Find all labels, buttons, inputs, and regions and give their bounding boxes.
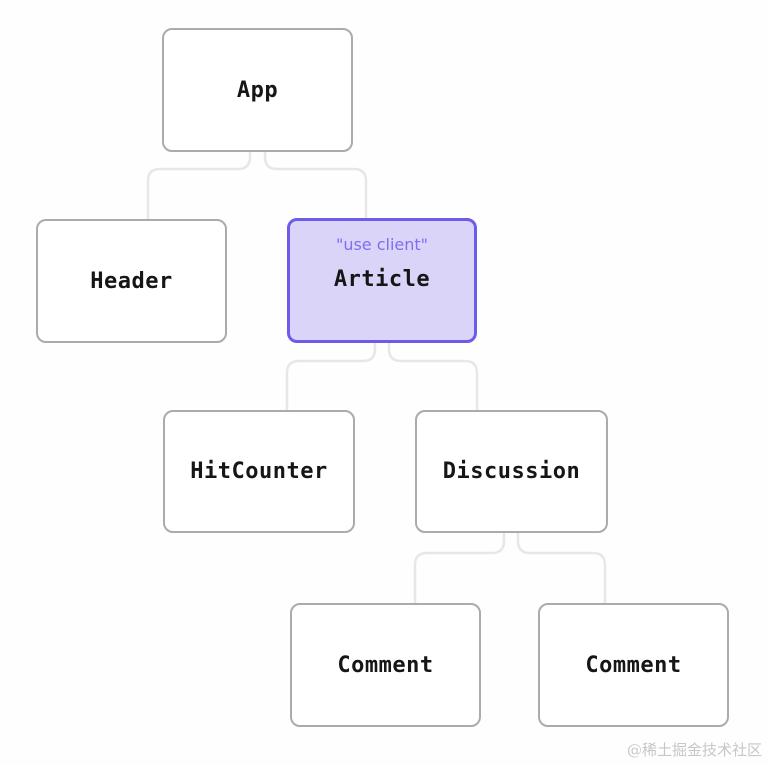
node-header: Header <box>36 219 227 343</box>
node-label: Discussion <box>442 459 581 484</box>
node-label: HitCounter <box>190 459 328 484</box>
edge-article-hitcounter <box>285 341 377 412</box>
node-article-use-client: "use client" Article <box>287 218 477 343</box>
node-comment-2: Comment <box>538 603 729 727</box>
use-client-directive: "use client" <box>335 235 429 254</box>
node-discussion: Discussion <box>415 410 608 533</box>
node-label: Comment <box>337 652 434 678</box>
node-label: Comment <box>585 652 682 678</box>
edge-discussion-comment-1 <box>413 531 506 605</box>
node-hitcounter: HitCounter <box>163 410 355 533</box>
node-label: App <box>236 77 279 103</box>
node-comment-1: Comment <box>290 603 481 727</box>
node-label: Header <box>90 268 173 294</box>
edge-app-article <box>263 150 368 220</box>
edge-app-header <box>146 150 252 221</box>
watermark: @稀土掘金技术社区 <box>626 741 762 759</box>
node-app: App <box>162 28 353 152</box>
node-label: Article <box>333 267 431 292</box>
edge-article-discussion <box>387 341 479 412</box>
edge-discussion-comment-2 <box>516 531 607 605</box>
